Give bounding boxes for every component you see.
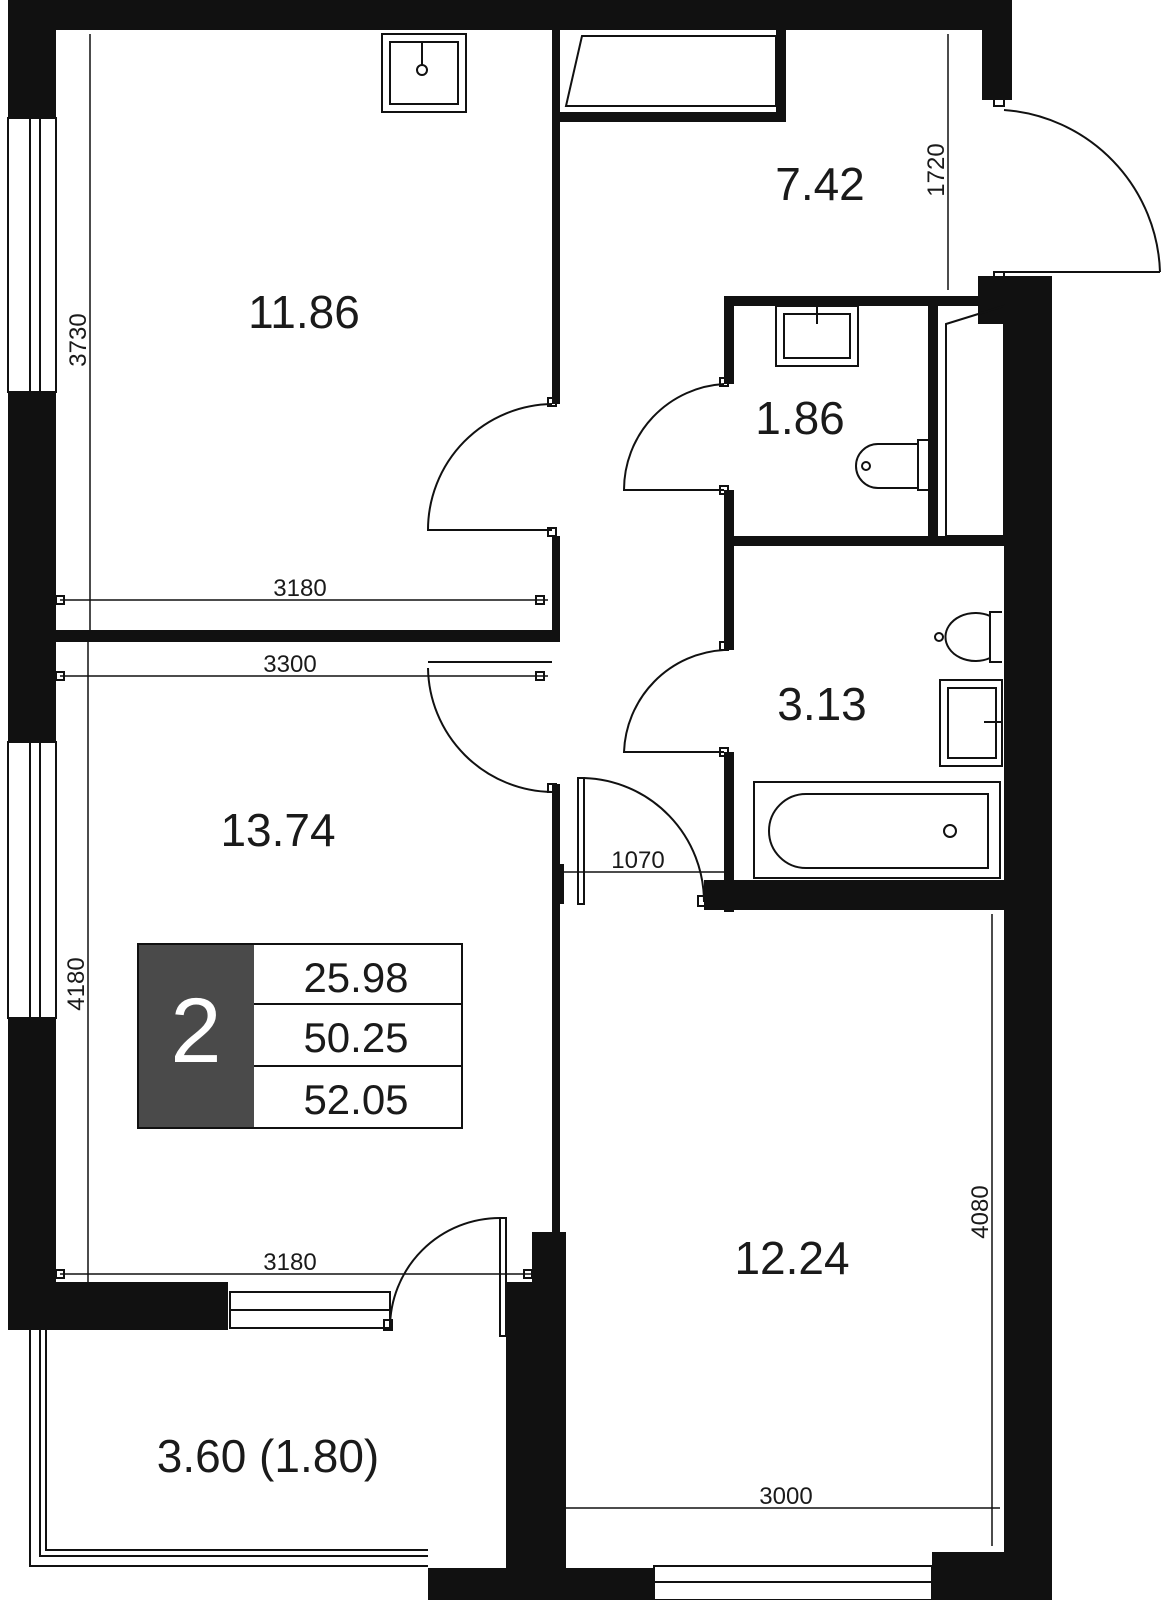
dim-room3-height: 4080 bbox=[967, 1185, 994, 1238]
windows bbox=[7, 117, 933, 1600]
dim-room3-width: 3000 bbox=[759, 1483, 812, 1510]
dim-room2-width-top: 3300 bbox=[263, 651, 316, 678]
area-summary: 2 25.98 50.25 52.05 bbox=[137, 943, 463, 1129]
dim-entrance-width: 1720 bbox=[923, 143, 950, 196]
room-area-room-2: 13.74 bbox=[220, 804, 335, 856]
dimension-lines bbox=[55, 34, 1000, 1546]
dim-door-width: 1070 bbox=[611, 847, 664, 874]
room-area-bath: 3.13 bbox=[777, 678, 867, 730]
interior-walls bbox=[56, 30, 1024, 1232]
total-area: 50.25 bbox=[303, 1014, 408, 1061]
total-area-with-balcony: 52.05 bbox=[303, 1076, 408, 1123]
fixtures bbox=[29, 33, 1005, 1567]
dim-room1-height: 3730 bbox=[65, 313, 92, 366]
dim-room2-width-bottom: 3180 bbox=[263, 1249, 316, 1276]
living-area: 25.98 bbox=[303, 954, 408, 1001]
rooms-count: 2 bbox=[170, 980, 221, 1082]
doors bbox=[383, 97, 1161, 1337]
dim-room1-width: 3180 bbox=[273, 575, 326, 602]
room-area-room-3: 12.24 bbox=[734, 1232, 849, 1284]
room-area-hall: 7.42 bbox=[775, 158, 865, 210]
rooms-count-badge bbox=[138, 944, 254, 1128]
room-area-room-1: 11.86 bbox=[248, 286, 360, 338]
dim-room2-height: 4180 bbox=[63, 957, 90, 1010]
exterior-walls bbox=[8, 0, 1052, 1600]
room-area-wc: 1.86 bbox=[755, 392, 845, 444]
room-area-balcony: 3.60 (1.80) bbox=[157, 1430, 379, 1482]
